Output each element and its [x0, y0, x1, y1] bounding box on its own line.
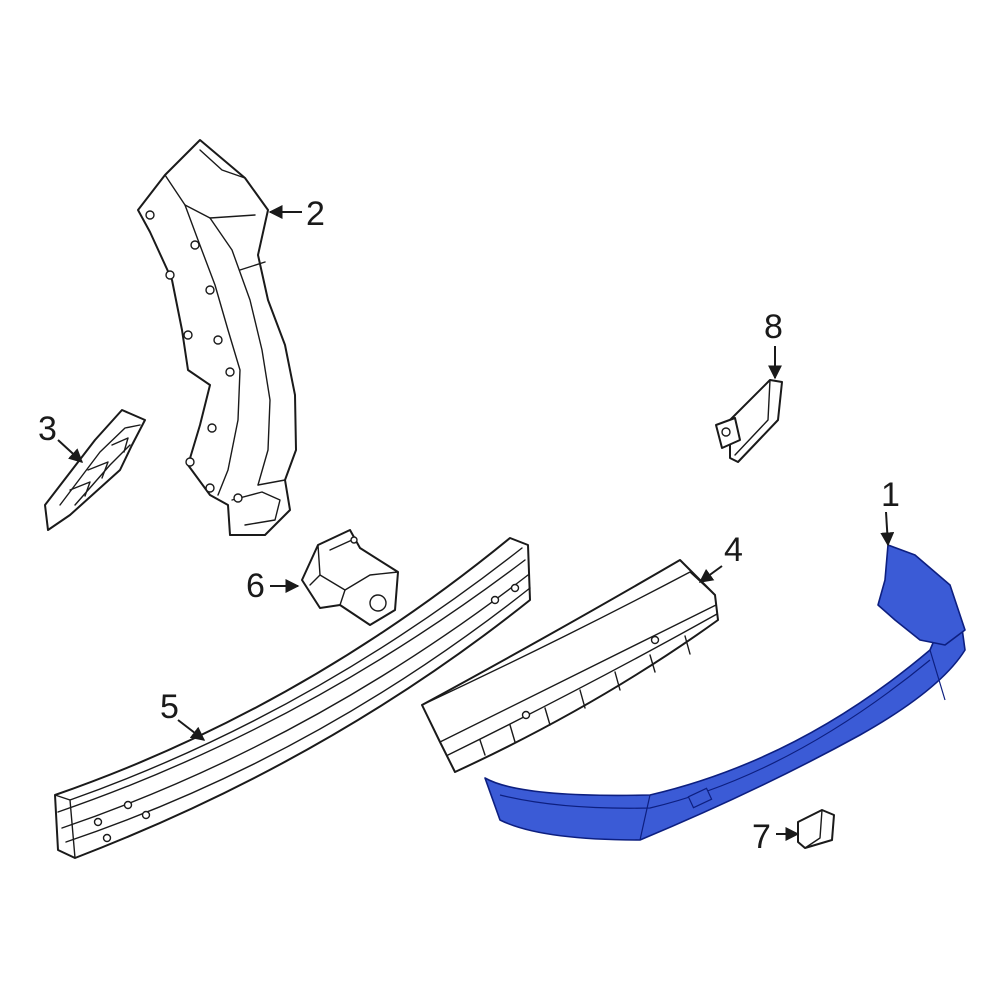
- callout-5: 5: [160, 688, 179, 726]
- part-7-tow-hook-cap[interactable]: [797, 809, 835, 849]
- callout-6: 6: [246, 567, 265, 605]
- arrow-3: [57, 439, 84, 463]
- arrow-1: [880, 511, 895, 547]
- part-1-bumper-cover[interactable]: [484, 544, 966, 841]
- callout-1: 1: [881, 476, 900, 514]
- callout-8: 8: [764, 308, 783, 346]
- part-8-side-bracket[interactable]: [715, 379, 783, 463]
- callout-labels: 1 2 3 4 5 6 7 8: [38, 195, 900, 856]
- callout-4: 4: [724, 531, 743, 569]
- callout-7: 7: [752, 818, 771, 856]
- part-3-bracket[interactable]: [44, 409, 146, 531]
- part-6-absorber-block[interactable]: [301, 529, 399, 626]
- part-2-wheelhouse-panel[interactable]: [137, 139, 297, 536]
- arrow-5: [177, 719, 206, 741]
- callout-3: 3: [38, 410, 57, 448]
- part-4-energy-absorber[interactable]: [421, 559, 719, 773]
- callout-arrows: [57, 205, 895, 841]
- callout-2: 2: [306, 195, 325, 233]
- arrow-4: [698, 565, 723, 583]
- part-5-reinforcement-beam[interactable]: [54, 537, 531, 859]
